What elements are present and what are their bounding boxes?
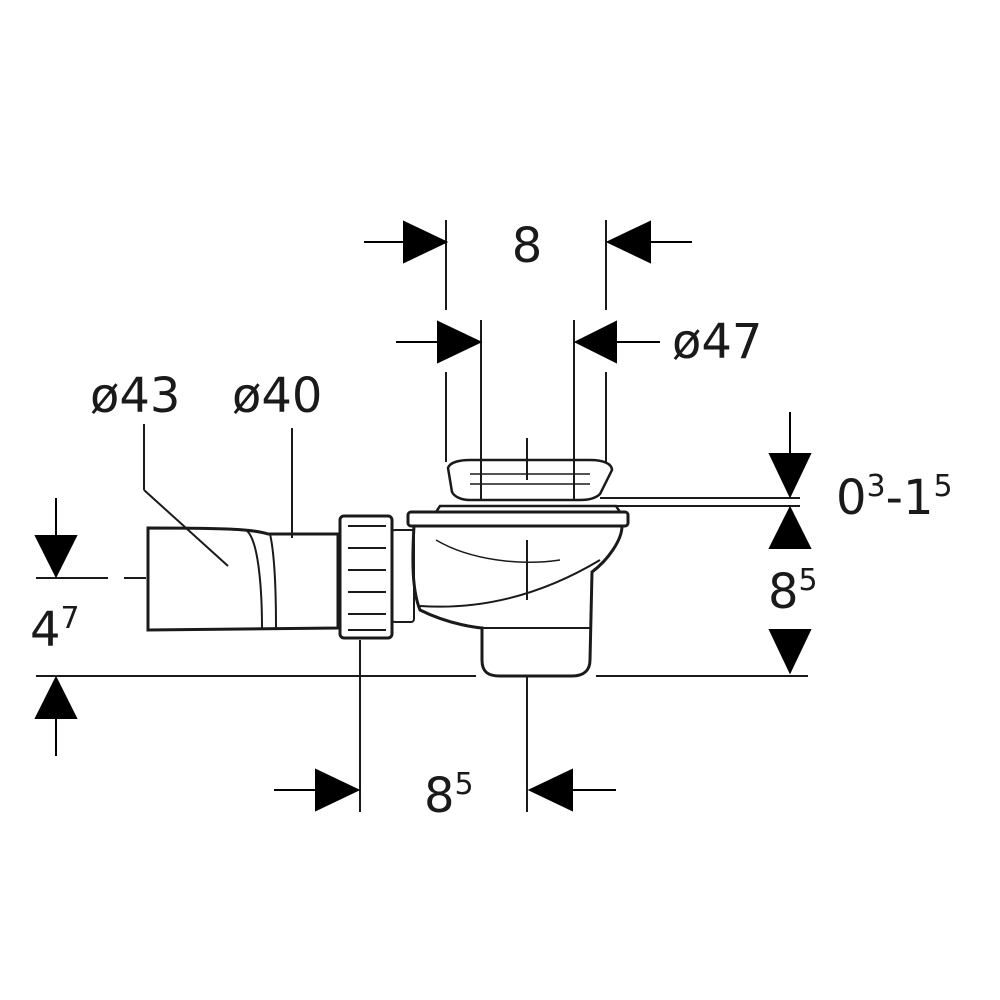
dimension-arrows (34, 220, 812, 812)
arrow-right-icon (403, 220, 449, 264)
dim-label-horizontal-offset: 85 (424, 767, 474, 824)
arrow-right-icon (315, 768, 361, 812)
outlet-pipe (146, 526, 340, 632)
arrow-left-icon (605, 220, 651, 264)
trap-body (406, 458, 630, 678)
union-nut (338, 514, 415, 640)
arrow-up-icon (768, 505, 812, 549)
reference-lines (36, 220, 808, 812)
arrow-right-icon (437, 320, 483, 364)
arrow-down-icon (34, 535, 78, 579)
dim-label-pipe-height: 47 (30, 601, 80, 658)
dim-label-pipe-outer-diameter: ø43 (90, 368, 180, 424)
dim-label-pipe-inner-diameter: ø40 (232, 368, 322, 424)
dim-label-top-width: 8 (512, 218, 543, 274)
dim-label-grate-diameter: ø47 (672, 314, 762, 370)
arrow-up-icon (34, 675, 78, 719)
dim-label-grate-offset: 03-15 (836, 469, 953, 526)
arrow-left-icon (573, 320, 617, 364)
arrow-down-icon (768, 453, 812, 499)
arrow-down-icon (768, 629, 812, 675)
arrow-left-icon (527, 768, 573, 812)
dim-label-body-height: 85 (768, 563, 818, 620)
